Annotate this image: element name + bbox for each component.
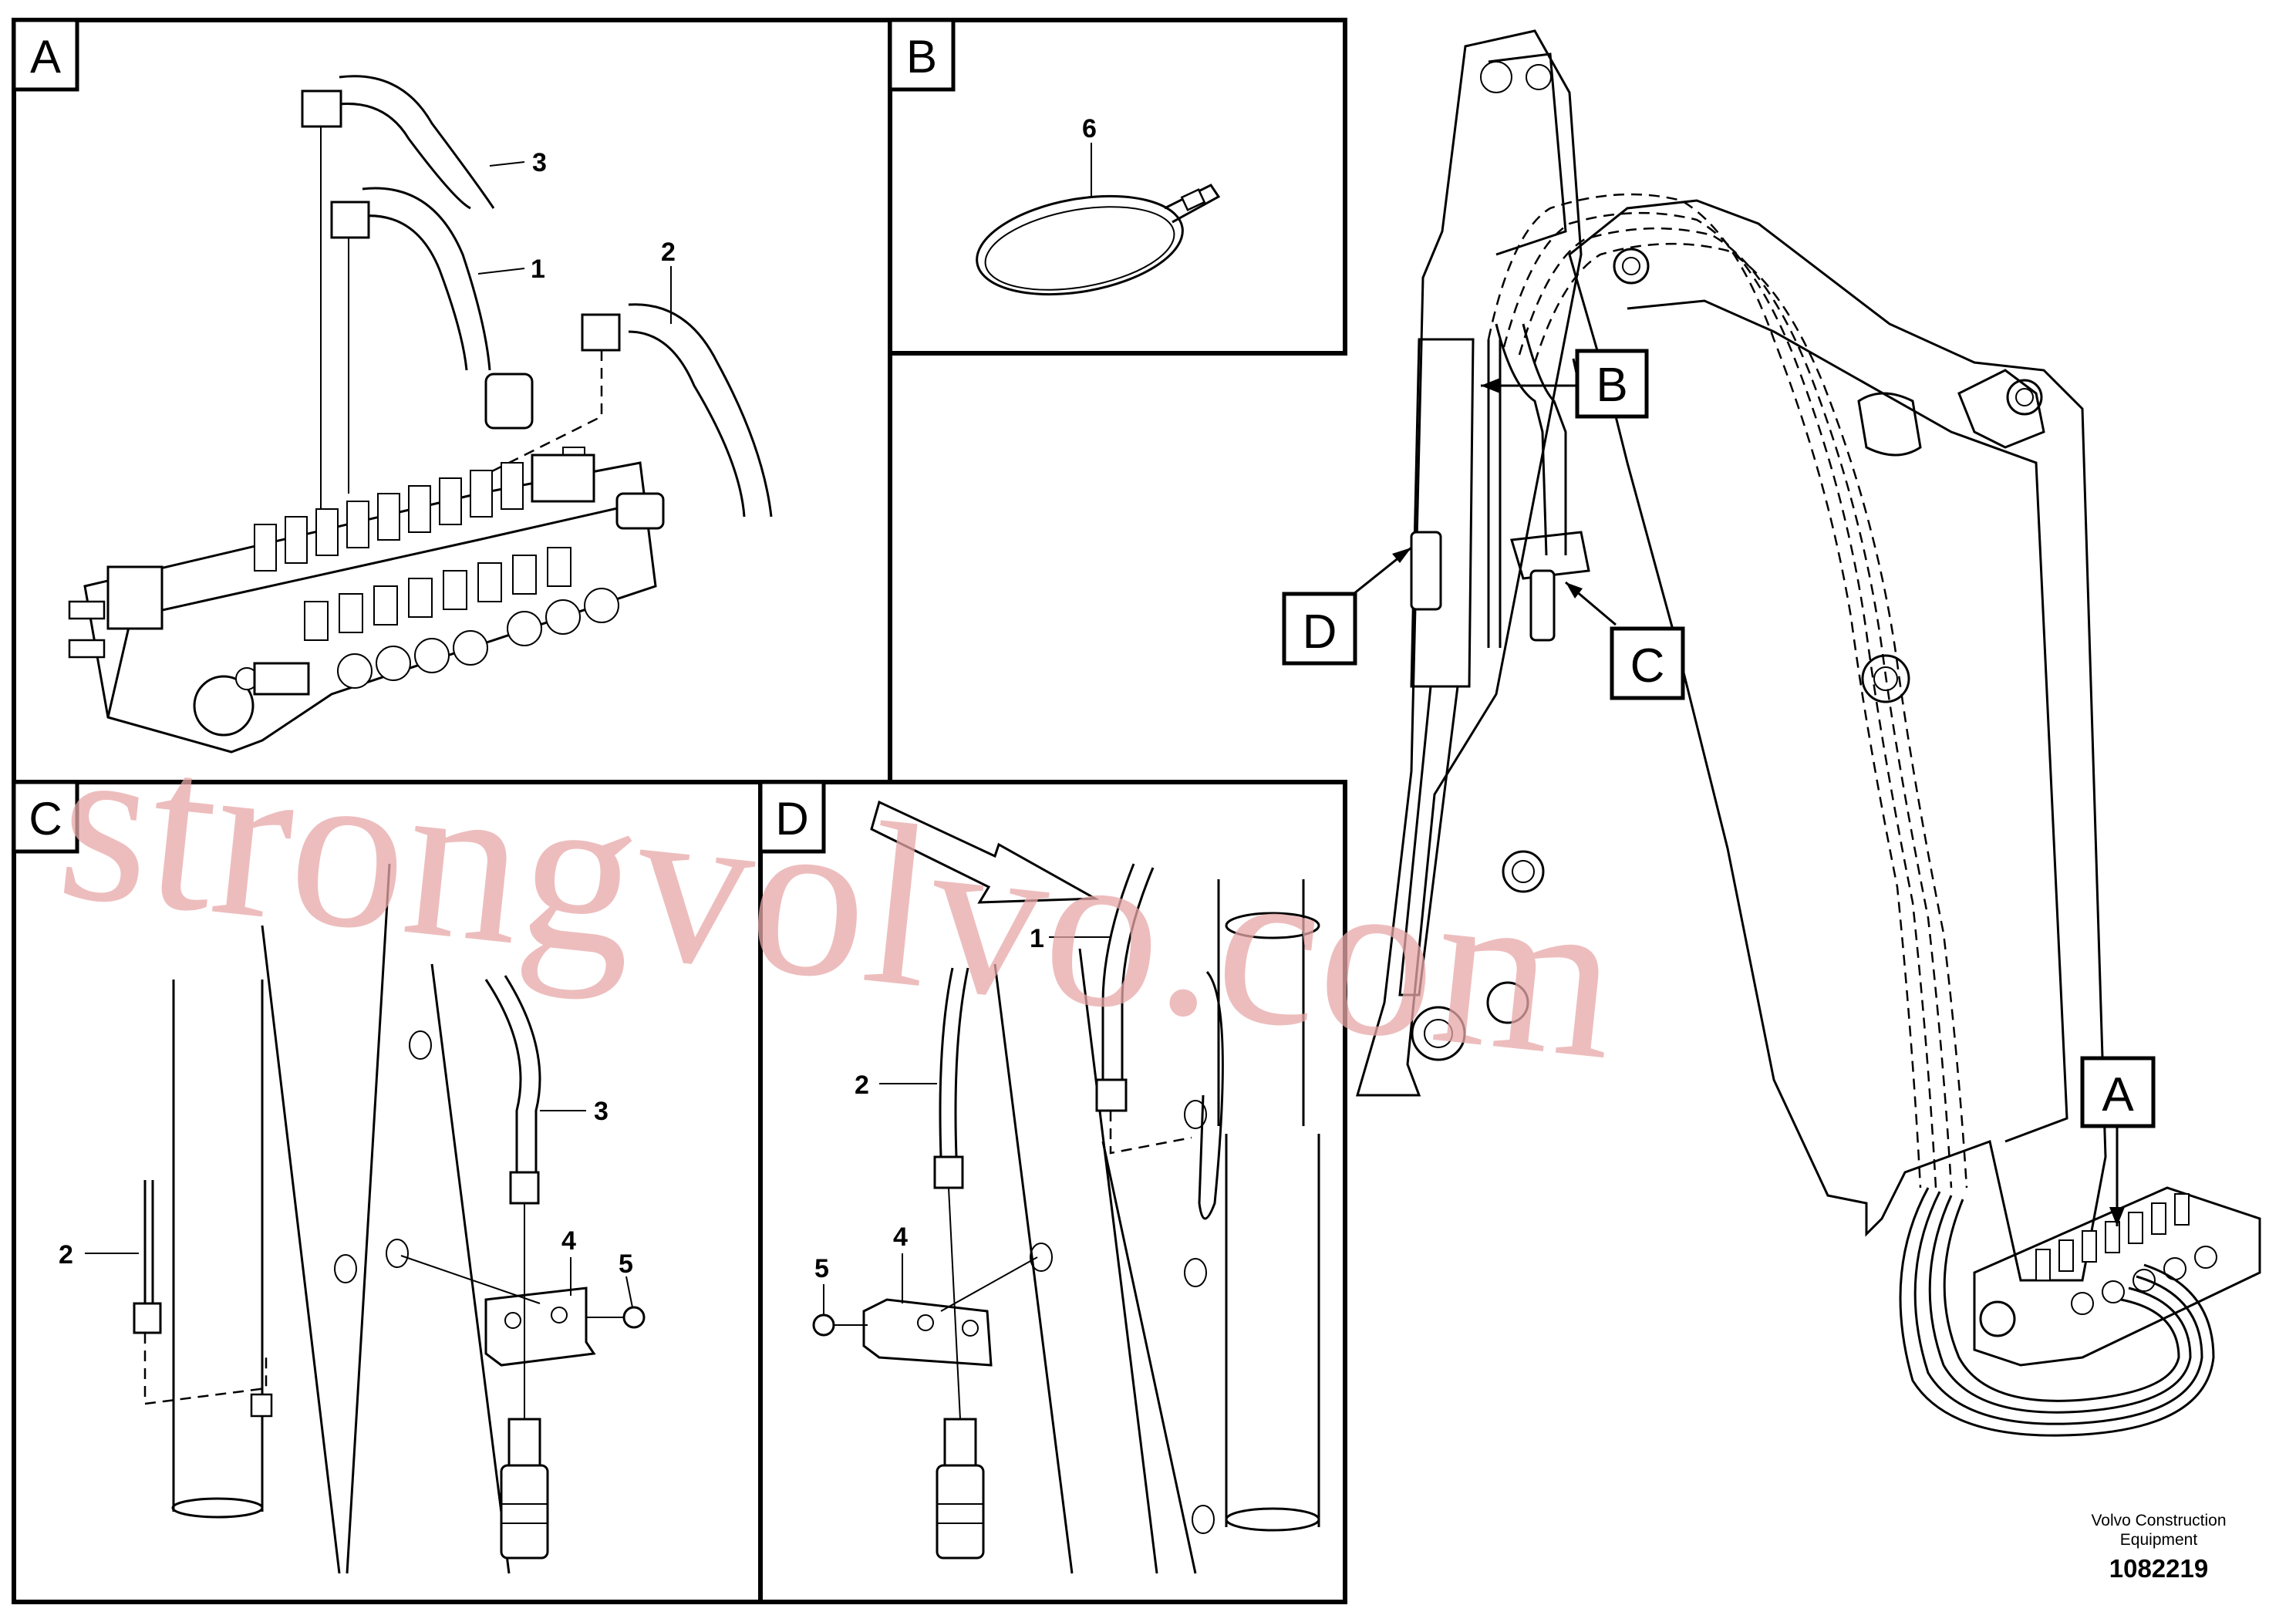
callout-c-letter: C — [1630, 639, 1665, 693]
label-c-2: 2 — [59, 1240, 73, 1270]
callout-c: C — [1565, 581, 1685, 700]
footer-company-line2: Equipment — [2120, 1531, 2198, 1549]
cable-tie — [976, 184, 1221, 296]
direction-arrow-icon — [870, 800, 1100, 904]
panel-d-frame — [758, 780, 1347, 1604]
panel-a-letter: A — [30, 31, 61, 83]
panel-c-letter: C — [29, 793, 62, 845]
callout-d-letter: D — [1303, 605, 1337, 659]
label-c-4: 4 — [561, 1226, 576, 1256]
panel-d-letter: D — [775, 793, 808, 845]
label-d-2: 2 — [855, 1071, 869, 1100]
panel-a: A — [12, 18, 892, 784]
hose-1 — [330, 187, 491, 371]
label-d-1: 1 — [1030, 924, 1044, 953]
panel-b-frame — [888, 18, 1347, 356]
panel-a-tag — [12, 18, 79, 92]
callout-d: D — [1282, 546, 1412, 666]
panel-c: C 3 2 — [12, 780, 763, 1604]
panel-c-tag — [12, 780, 79, 854]
panel-d: D — [758, 780, 1347, 1604]
label-a-2: 2 — [661, 238, 676, 267]
excavator-boom — [1356, 29, 2261, 1437]
callout-b-letter: B — [1596, 359, 1627, 412]
control-valve — [68, 373, 665, 754]
label-a-3: 3 — [532, 148, 547, 177]
panel-b-tag — [888, 18, 956, 92]
footer: Volvo Construction Equipment 1082219 — [2091, 1512, 2226, 1583]
callout-b: B — [1481, 349, 1649, 419]
hose-3 — [301, 75, 495, 210]
label-c-5: 5 — [619, 1249, 633, 1279]
control-valve-mounted — [1973, 1186, 2261, 1367]
panel-b-letter: B — [906, 31, 937, 83]
label-d-4: 4 — [893, 1222, 908, 1252]
label-d-5: 5 — [814, 1254, 829, 1283]
label-c-3: 3 — [594, 1097, 609, 1126]
panel-b: B 6 — [888, 18, 1347, 356]
callout-a-letter: A — [2102, 1068, 2134, 1121]
panel-a-frame — [12, 18, 892, 784]
callout-a: A — [2080, 1056, 2156, 1226]
label-a-1: 1 — [531, 255, 545, 284]
footer-company-line1: Volvo Construction — [2091, 1512, 2226, 1529]
panel-d-tag — [758, 780, 826, 854]
drawing-number: 1082219 — [2109, 1554, 2208, 1583]
label-b-6: 6 — [1082, 114, 1097, 143]
